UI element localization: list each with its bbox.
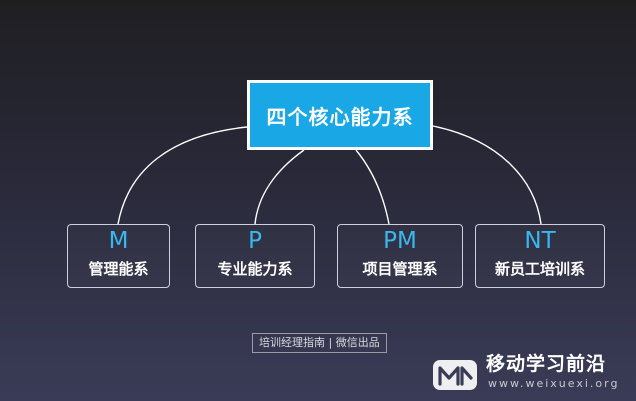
child-node-code: PM [383,228,417,254]
child-node-label: 新员工培训系 [494,260,585,278]
watermark-logo-icon [433,360,477,390]
connector-to-pm [355,149,390,225]
child-node-label: 管理能系 [88,260,149,278]
child-node-code: M [108,228,129,254]
watermark: 移动学习前沿 www.weixuexi.org [432,352,632,398]
child-node-nt: NT 新员工培训系 [475,224,605,288]
connector-to-nt [432,125,542,225]
child-node-code: P [248,228,262,254]
root-node: 四个核心能力系 [247,80,433,150]
child-node-pm: PM 项目管理系 [337,224,463,288]
child-node-label: 项目管理系 [362,260,438,278]
child-node-p: P 专业能力系 [195,224,315,288]
child-node-m: M 管理能系 [67,224,170,288]
connector-to-m [117,126,248,225]
watermark-url: www.weixuexi.org [488,377,620,390]
footer-credit-tag: 培训经理指南 | 微信出品 [252,333,387,353]
root-node-title: 四个核心能力系 [266,104,414,129]
child-node-code: NT [524,228,556,254]
child-node-label: 专业能力系 [217,260,293,278]
watermark-title: 移动学习前沿 [486,353,607,375]
connector-to-p [254,149,305,225]
